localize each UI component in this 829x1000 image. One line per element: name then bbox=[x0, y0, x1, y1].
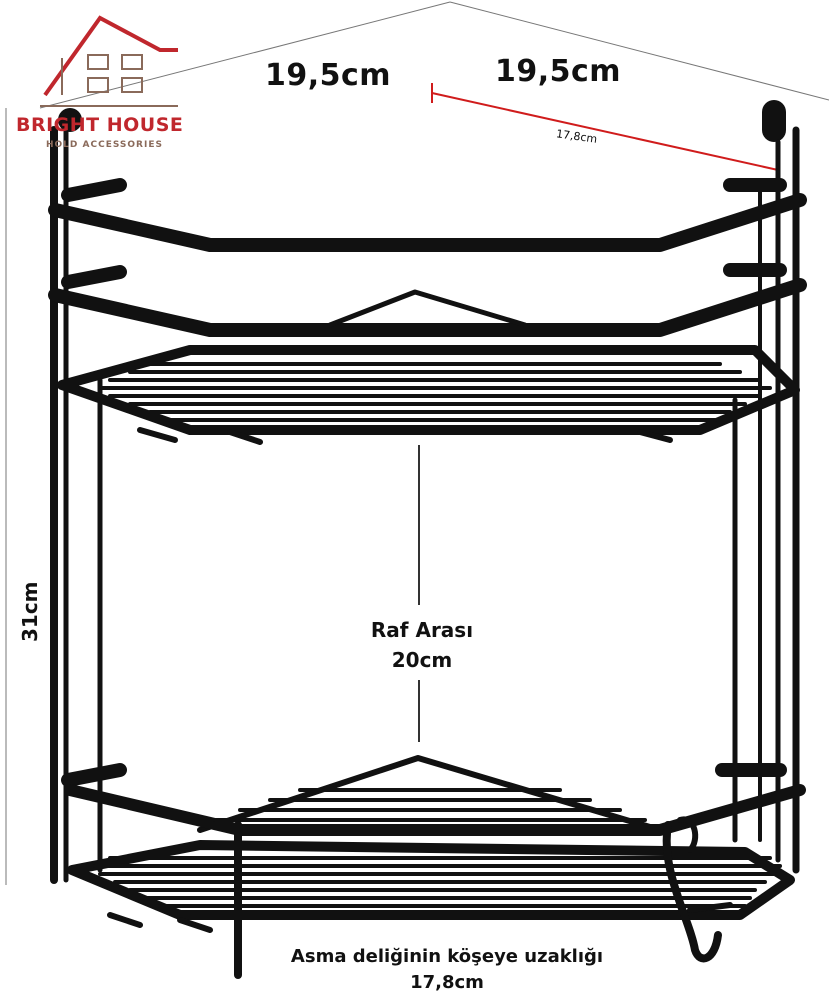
width-left-label: 19,5cm bbox=[265, 58, 392, 93]
width-right-label: 19,5cm bbox=[495, 54, 622, 89]
brand-logo-house-icon bbox=[40, 15, 178, 107]
hole-caption-line1: Asma deliğinin köşeye uzaklığı bbox=[290, 946, 604, 967]
shelf-gap-value: 20cm bbox=[391, 648, 453, 672]
shelf-frame bbox=[48, 100, 807, 979]
top-perspective-guides bbox=[39, 1, 829, 109]
hole-distance-measure-line bbox=[431, 83, 779, 182]
brand-tagline: HOLD ACCESSORIES bbox=[46, 140, 163, 150]
hole-caption-line2: 17,8cm bbox=[410, 972, 484, 993]
height-label: 31cm bbox=[18, 581, 42, 642]
brand-name: BRIGHT HOUSE bbox=[16, 114, 184, 136]
shelf-gap-title: Raf Arası bbox=[370, 618, 474, 642]
